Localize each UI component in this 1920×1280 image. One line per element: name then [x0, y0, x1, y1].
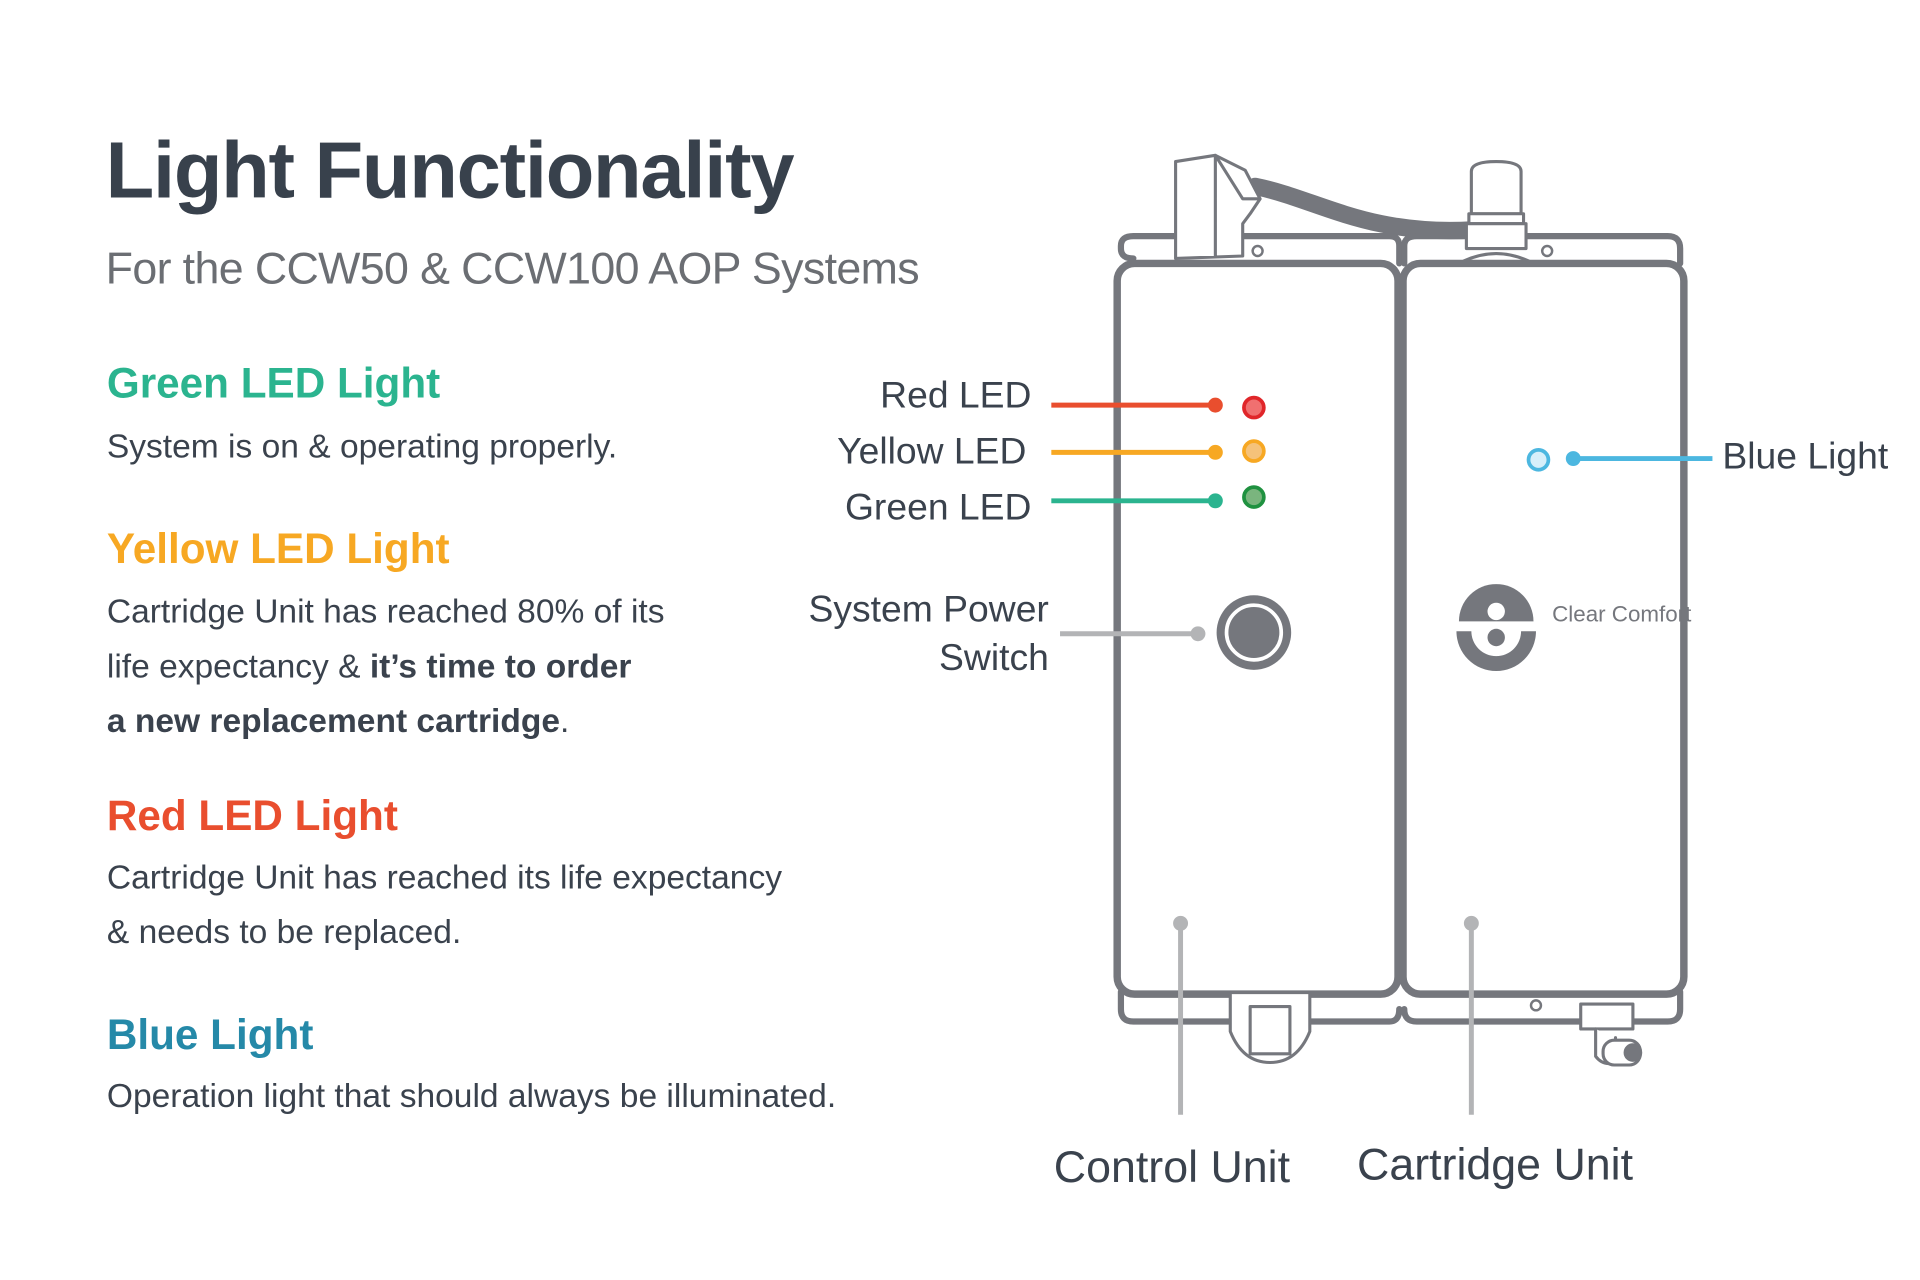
control-unit-label: Control Unit: [1053, 1140, 1291, 1192]
red-led-heading: Red LED Light: [106, 792, 398, 841]
red-led-label: Red LED: [880, 375, 1032, 417]
green-led-icon: [1242, 485, 1266, 509]
cable: [1246, 177, 1482, 240]
yellow-led-icon: [1242, 439, 1266, 463]
green-led-description: System is on & operating properly.: [106, 427, 618, 465]
power-switch-label-line-2: Switch: [939, 637, 1049, 679]
outlet-cap: [1469, 159, 1523, 216]
yellow-line-2: life expectancy & it’s time to order: [107, 639, 665, 694]
yellow-period: .: [560, 702, 570, 740]
green-led-heading: Green LED Light: [106, 360, 441, 408]
cartridge-unit-label: Cartridge Unit: [1357, 1138, 1634, 1190]
logo-text: Clear Comfort: [1552, 601, 1692, 627]
yellow-line-1: Cartridge Unit has reached 80% of its: [106, 592, 665, 631]
cartridge-top-frame: [1401, 233, 1684, 267]
red-line-2: & needs to be replaced.: [106, 913, 462, 951]
inlet-connector: [1174, 153, 1262, 261]
yellow-bold-text: it’s time to order: [369, 647, 632, 685]
yellow-led-heading: Yellow LED Light: [106, 525, 450, 573]
yellow-line-3: a new replacement cartridge.: [107, 693, 665, 748]
yellow-led-label: Yellow LED: [837, 431, 1027, 473]
bottom-fitting-right: [1579, 1002, 1635, 1031]
power-switch-label-line-1: System Power: [808, 589, 1049, 631]
power-switch-label: System Power Switch: [809, 585, 1049, 682]
cartridge-unit-body: [1399, 259, 1688, 998]
blue-light-heading: Blue Light: [106, 1011, 314, 1059]
yellow-led-description: Cartridge Unit has reached 80% of its li…: [107, 584, 665, 748]
clear-comfort-logo-icon: [1456, 584, 1536, 672]
blue-light-icon: [1526, 447, 1551, 472]
red-led-description: Cartridge Unit has reached its life expe…: [107, 850, 782, 959]
bottom-frames: [1117, 988, 1684, 1025]
red-led-icon: [1242, 395, 1266, 420]
blue-light-label: Blue Light: [1722, 436, 1889, 478]
red-line-1: Cartridge Unit has reached its life expe…: [106, 858, 783, 896]
bottom-fitting-left: [1228, 992, 1312, 1065]
control-top-frame: [1117, 233, 1403, 267]
yellow-bold-text-2: a new replacement cartridge: [106, 702, 561, 740]
green-led-label: Green LED: [844, 487, 1032, 529]
page-subtitle: For the CCW50 & CCW100 AOP Systems: [105, 242, 920, 294]
yellow-text: life expectancy &: [106, 647, 370, 685]
blue-light-description: Operation light that should always be il…: [106, 1077, 837, 1115]
page-title: Light Functionality: [105, 125, 795, 215]
